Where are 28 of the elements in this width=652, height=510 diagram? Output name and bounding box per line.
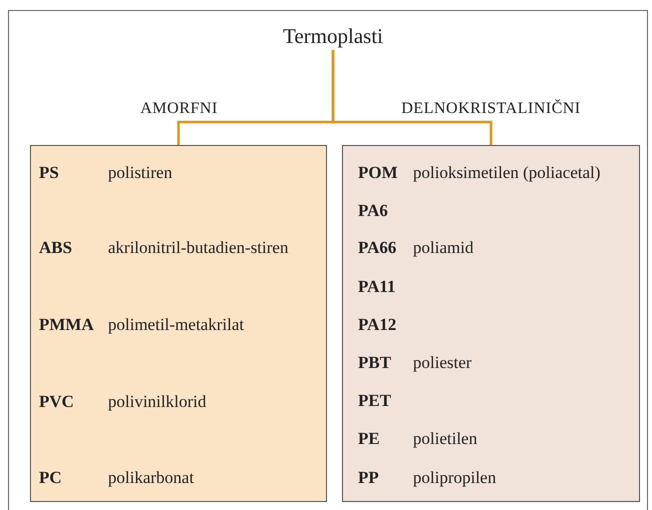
polymer-name: polimetil-metakrilat bbox=[108, 314, 244, 336]
abbreviation: PA66 bbox=[358, 237, 396, 259]
category-heading: Termoplasti bbox=[270, 22, 396, 50]
polymer-name: polipropilen bbox=[413, 467, 496, 489]
polymer-name: poliester bbox=[413, 352, 472, 374]
abbreviation: ABS bbox=[39, 237, 72, 259]
abbreviation: PVC bbox=[39, 391, 74, 413]
polymer-name: polikarbonat bbox=[108, 467, 194, 489]
abbreviation: POM bbox=[358, 162, 398, 184]
abbreviation: PE bbox=[358, 428, 380, 450]
polymer-name: polivinilklorid bbox=[108, 391, 206, 413]
connector-line bbox=[332, 50, 492, 145]
group-heading: DELNOKRISTALINIČNI bbox=[401, 98, 581, 119]
polymer-name: polioksimetilen (poliacetal) bbox=[413, 162, 600, 184]
group-heading: AMORFNI bbox=[140, 99, 218, 119]
abbreviation: PBT bbox=[358, 352, 392, 374]
abbreviation: PA12 bbox=[358, 314, 396, 336]
abbreviation: PET bbox=[358, 390, 392, 412]
abbreviation: PP bbox=[358, 467, 379, 489]
polymer-name: akrilonitril-butadien-stiren bbox=[108, 237, 288, 259]
polymer-name: polietilen bbox=[413, 428, 478, 450]
abbreviation: PA6 bbox=[358, 200, 388, 222]
abbreviation: PS bbox=[39, 162, 59, 184]
polymer-name: poliamid bbox=[413, 237, 474, 259]
abbreviation: PA11 bbox=[358, 276, 396, 298]
polymer-name: polistiren bbox=[108, 162, 172, 184]
abbreviation: PMMA bbox=[39, 314, 94, 336]
abbreviation: PC bbox=[39, 467, 62, 489]
